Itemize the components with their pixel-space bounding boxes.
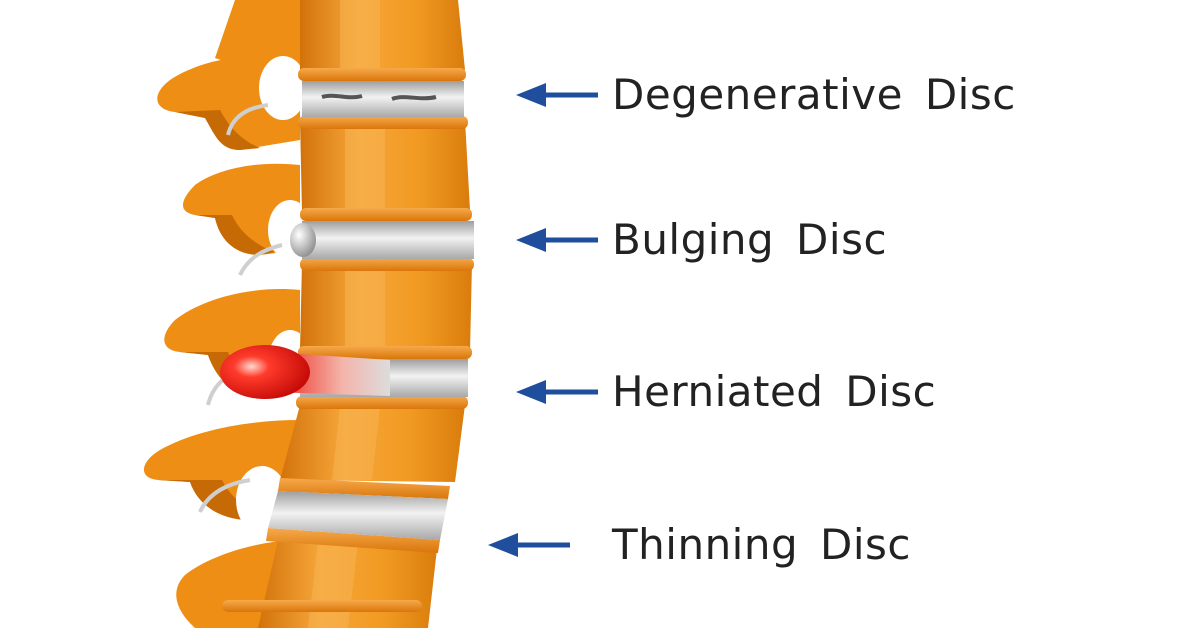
degeneration-crack xyxy=(391,95,437,101)
thinning-disc xyxy=(268,491,448,540)
disc-bulge xyxy=(290,223,316,257)
endplates xyxy=(222,68,474,612)
herniation xyxy=(220,345,310,399)
label-herniated-disc: Herniated Disc xyxy=(612,367,937,416)
arrow-thinning-icon xyxy=(488,533,570,557)
arrow-herniated-icon xyxy=(516,380,598,404)
bulging-disc xyxy=(302,221,474,259)
pointer-arrows xyxy=(488,83,598,557)
label-bulging-disc: Bulging Disc xyxy=(612,215,888,264)
arrow-degenerative-icon xyxy=(516,83,598,107)
label-thinning-disc: Thinning Disc xyxy=(612,520,911,569)
degenerative-disc xyxy=(302,81,464,117)
degeneration-crack xyxy=(321,93,363,100)
arrow-bulging-icon xyxy=(516,228,598,252)
label-degenerative-disc: Degenerative Disc xyxy=(612,70,1016,119)
discs xyxy=(220,81,474,540)
